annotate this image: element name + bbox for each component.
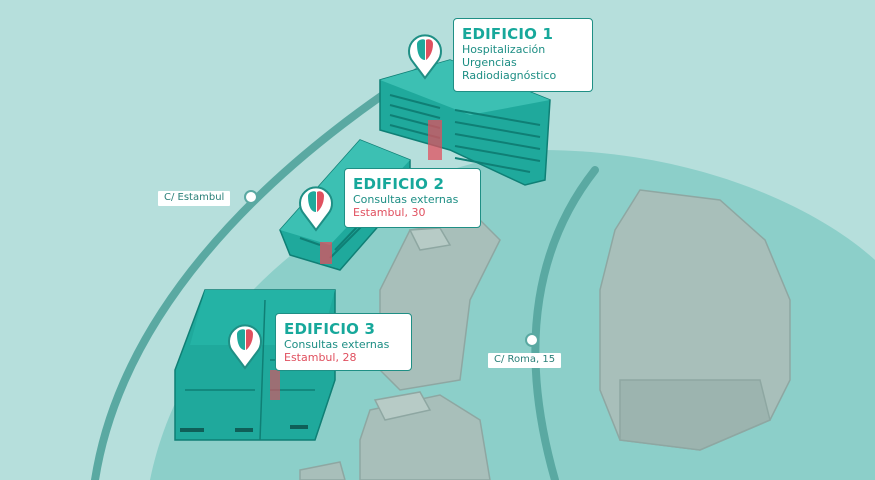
edificio-2-card[interactable]: EDIFICIO 2 Consultas externas Estambul, … bbox=[344, 168, 481, 228]
edificio-1-line-1: Hospitalización bbox=[462, 43, 546, 56]
edificio-2-line-1: Consultas externas bbox=[353, 193, 459, 206]
edificio-3-card[interactable]: EDIFICIO 3 Consultas externas Estambul, … bbox=[275, 313, 412, 371]
street-marker-roma bbox=[525, 333, 539, 347]
street-label-estambul: C/ Estambul bbox=[158, 191, 231, 206]
edificio-1-card[interactable]: EDIFICIO 1 Hospitalización Urgencias Rad… bbox=[453, 18, 593, 92]
hospital-pin-icon bbox=[408, 34, 442, 80]
edificio-3-line-1: Consultas externas bbox=[284, 338, 390, 351]
hospital-pin-icon bbox=[299, 186, 333, 232]
edificio-3-address: Estambul, 28 bbox=[284, 351, 357, 364]
street-label-roma: C/ Roma, 15 bbox=[488, 353, 562, 368]
edificio-1-line-2: Urgencias bbox=[462, 56, 517, 69]
edificio-2-address: Estambul, 30 bbox=[353, 206, 426, 219]
edificio-1-title: EDIFICIO 1 bbox=[462, 25, 554, 43]
edificio-1-line-3: Radiodiagnóstico bbox=[462, 69, 557, 82]
road-roma bbox=[531, 166, 599, 480]
street-marker-estambul bbox=[244, 190, 258, 204]
edificio-3-title: EDIFICIO 3 bbox=[284, 320, 376, 338]
hospital-pin-icon bbox=[228, 324, 262, 370]
edificio-2-title: EDIFICIO 2 bbox=[353, 175, 445, 193]
road-estambul bbox=[91, 66, 424, 480]
